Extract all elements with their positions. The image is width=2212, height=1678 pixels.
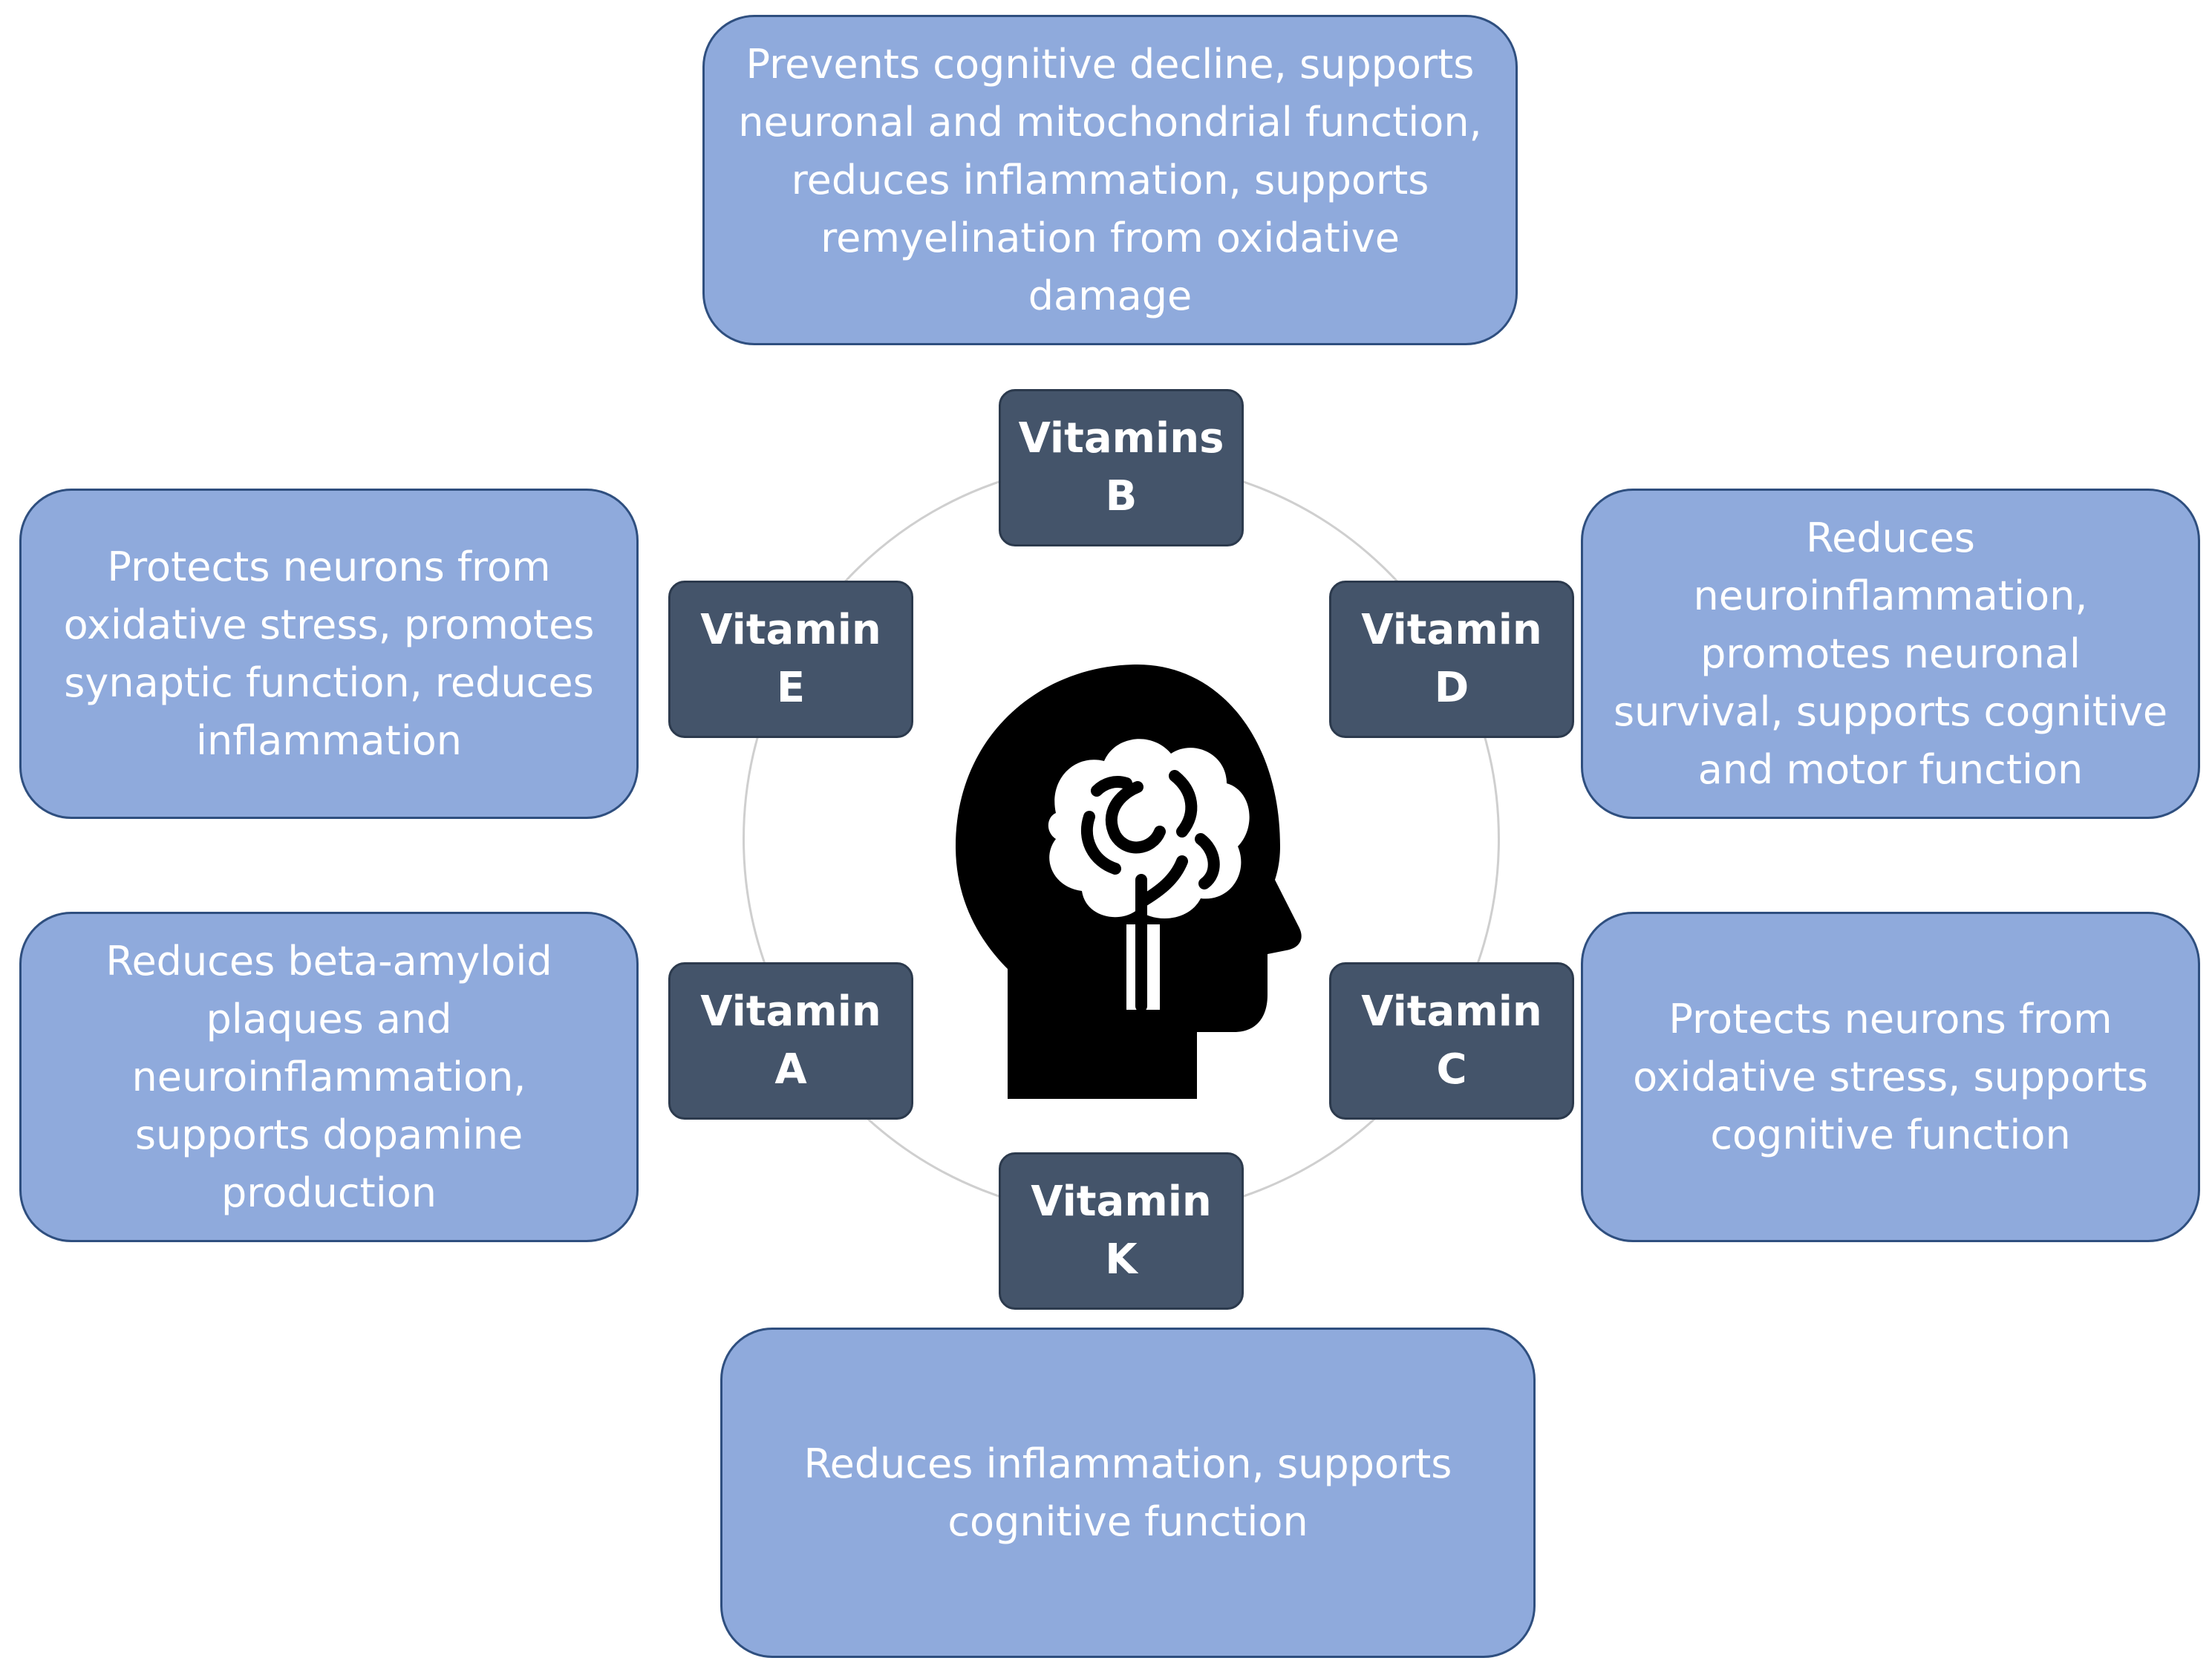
vitamin-d-label: Vitamin D [1329, 581, 1574, 738]
vitamin-d-description: Reduces neuroinflammation, promotes neur… [1613, 514, 2168, 793]
vitamin-c-description: Protects neurons from oxidative stress, … [1633, 995, 2148, 1158]
vitamin-k-description-box: Reduces inflammation, supports cognitive… [720, 1328, 1536, 1658]
vitamin-k-label: Vitamin K [999, 1152, 1244, 1310]
vitamin-b-description-box: Prevents cognitive decline, supports neu… [702, 15, 1518, 345]
vitamin-a-label: Vitamin A [668, 962, 913, 1120]
vitamin-k-description: Reduces inflammation, supports cognitive… [803, 1440, 1452, 1545]
vitamin-c-label: Vitamin C [1329, 962, 1574, 1120]
vitamin-a-description: Reduces beta-amyloid plaques and neuroin… [105, 937, 552, 1216]
vitamin-e-description-box: Protects neurons from oxidative stress, … [19, 489, 639, 819]
vitamin-c-description-box: Protects neurons from oxidative stress, … [1581, 912, 2200, 1242]
vitamin-a-description-box: Reduces beta-amyloid plaques and neuroin… [19, 912, 639, 1242]
vitamin-e-description: Protects neurons from oxidative stress, … [63, 543, 595, 764]
vitamin-d-description-box: Reduces neuroinflammation, promotes neur… [1581, 489, 2200, 819]
head-brain-icon [956, 665, 1302, 1099]
vitamin-e-label: Vitamin E [668, 581, 913, 738]
vitamin-b-description: Prevents cognitive decline, supports neu… [738, 40, 1482, 319]
vitamin-b-label: Vitamins B [999, 389, 1244, 546]
